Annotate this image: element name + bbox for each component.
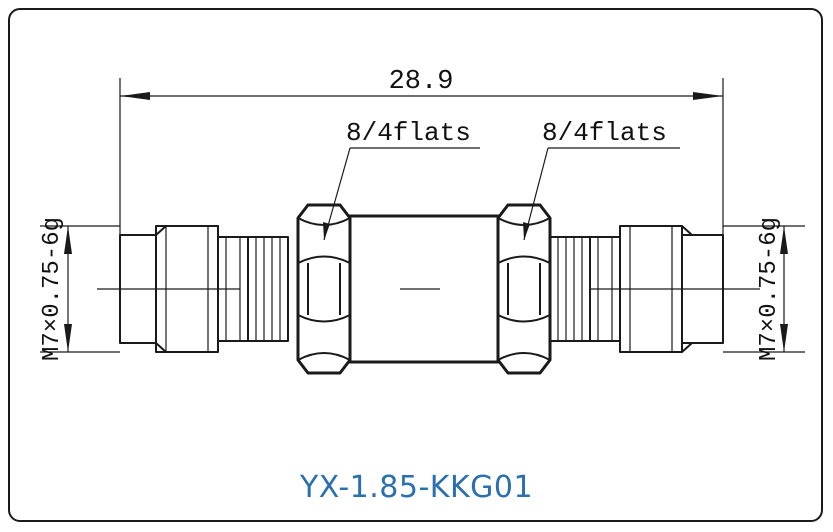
left-thread-section	[247, 236, 289, 342]
right-hex-nut	[496, 203, 552, 375]
right-nut-chamfer	[681, 342, 693, 353]
left-flats-text: 8/4flats	[346, 118, 471, 148]
thread-arrow-left-top	[64, 226, 72, 254]
right-flats-arrow	[523, 222, 530, 240]
left-nut-chamfer	[155, 342, 167, 353]
right-thread-text: M7×0.75-6g	[756, 217, 783, 361]
right-thread-section	[549, 236, 591, 342]
thread-arrow-right-top	[780, 226, 788, 254]
thread-arrow-right-bottom	[780, 324, 788, 352]
right-nut-chamfer	[681, 225, 693, 236]
overall-length-text: 28.9	[389, 67, 454, 97]
left-flats-arrow	[323, 222, 330, 240]
dimension-arrow-right	[693, 92, 723, 100]
model-name: YX-1.85-KKG01	[299, 470, 534, 505]
right-flats-text: 8/4flats	[542, 118, 667, 148]
left-thread-text: M7×0.75-6g	[39, 217, 66, 361]
left-hex-nut	[296, 203, 352, 375]
right-coupling-nut	[681, 234, 724, 344]
thread-arrow-left-bottom	[64, 324, 72, 352]
dimension-arrow-left	[120, 92, 150, 100]
left-nut-chamfer	[155, 225, 167, 236]
